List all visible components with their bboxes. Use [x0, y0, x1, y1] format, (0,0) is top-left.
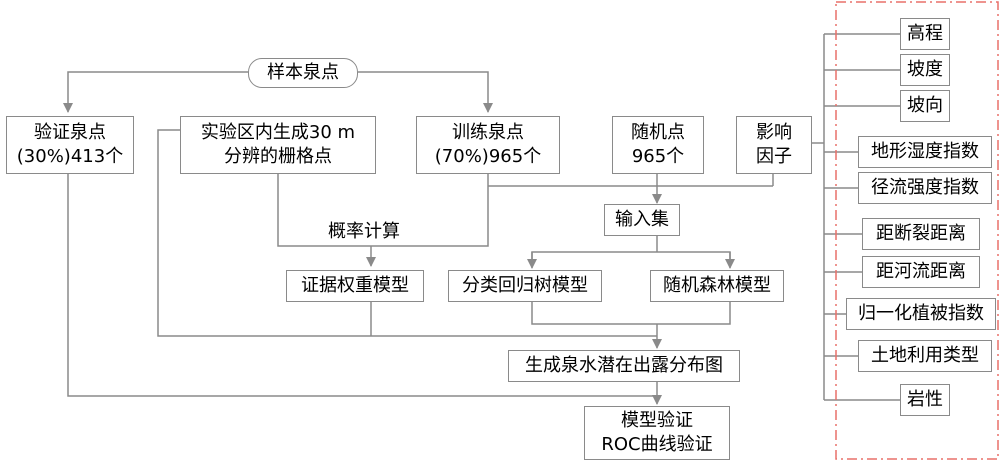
factor-twi: 地形湿度指数: [858, 136, 992, 168]
line-to-cart: [531, 251, 731, 266]
line-sample-right: [358, 71, 493, 113]
factor-ndvi: 归一化植被指数: [846, 298, 996, 330]
node-potential-map: 生成泉水潜在出露分布图: [508, 350, 740, 382]
random-line1: 随机点: [631, 122, 685, 143]
node-grid-points: 实验区内生成30 m 分辨的栅格点: [180, 116, 376, 174]
training-line2: (70%)965个: [434, 146, 542, 167]
validation-line2: (30%)413个: [16, 146, 124, 167]
factor-elevation: 高程: [900, 18, 950, 50]
line-validation-verify: [67, 174, 657, 397]
node-influence-factors: 影响 因子: [736, 116, 812, 174]
node-random-points: 随机点 965个: [612, 116, 704, 174]
factor-river-distance: 距河流距离: [862, 256, 980, 288]
factor-land-use: 土地利用类型: [858, 340, 992, 372]
factor-dashed-frame: [835, 1, 999, 460]
node-cart-model: 分类回归树模型: [448, 270, 602, 302]
node-model-verify: 模型验证 ROC曲线验证: [584, 406, 730, 460]
label-probability-calc: 概率计算: [326, 220, 402, 244]
training-line1: 训练泉点: [452, 122, 524, 143]
factor-slope: 坡度: [900, 54, 950, 86]
random-line2: 965个: [631, 146, 685, 167]
factor-fault-distance: 距断裂距离: [862, 218, 980, 250]
node-input-set: 输入集: [604, 204, 680, 236]
node-sample-springs: 样本泉点: [248, 58, 358, 88]
verify-line1: 模型验证: [621, 410, 693, 431]
node-woe-model: 证据权重模型: [286, 270, 424, 302]
node-training-springs: 训练泉点 (70%)965个: [416, 116, 560, 174]
line-sample-left: [63, 71, 248, 113]
influence-line2: 因子: [756, 146, 792, 167]
verify-line2: ROC曲线验证: [601, 434, 713, 455]
line-grid-prob: [277, 174, 489, 247]
node-rf-model: 随机森林模型: [650, 270, 784, 302]
influence-line1: 影响: [756, 122, 792, 143]
factor-spi: 径流强度指数: [858, 172, 992, 204]
factor-lithology: 岩性: [900, 384, 950, 416]
grid-line2: 分辨的栅格点: [224, 146, 332, 167]
line-cart-rf: [531, 302, 731, 325]
line-grid-map: [157, 129, 657, 337]
grid-line1: 实验区内生成30 m: [200, 122, 356, 143]
factor-aspect: 坡向: [900, 90, 950, 122]
validation-line1: 验证泉点: [34, 122, 106, 143]
node-validation-springs: 验证泉点 (30%)413个: [6, 116, 134, 174]
